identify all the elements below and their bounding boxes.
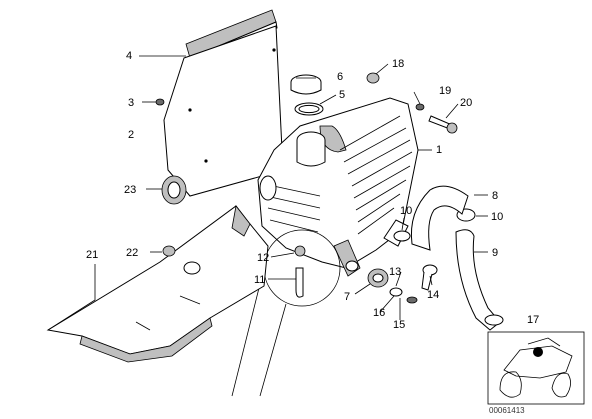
callout-20: 20	[460, 97, 472, 109]
clamp-small-part	[294, 245, 306, 257]
callout-12: 12	[257, 252, 269, 264]
grommet-lower-part	[367, 268, 389, 288]
oil-tank-part	[257, 97, 419, 277]
rubber-grommet-part	[161, 175, 187, 205]
callout-2: 2	[128, 129, 134, 141]
callout-5: 5	[339, 89, 345, 101]
grommet-part	[155, 98, 165, 106]
washer-part	[415, 103, 425, 111]
callout-22: 22	[126, 247, 138, 259]
hose-upper-part	[410, 185, 469, 251]
leader-lines	[47, 55, 488, 331]
lower-panel-part	[46, 205, 269, 363]
callout-3: 3	[128, 97, 134, 109]
diagram-code: 00061413	[489, 406, 525, 415]
hose-small-part	[295, 267, 304, 298]
callout-6: 6	[337, 71, 343, 83]
o-ring-part	[294, 102, 324, 116]
callout-10-left: 10	[400, 205, 412, 217]
hose-lower-part	[455, 229, 504, 331]
callout-15: 15	[393, 319, 405, 331]
callout-9: 9	[492, 247, 498, 259]
callout-8: 8	[492, 190, 498, 202]
hose-clamp-upper-left	[393, 230, 411, 242]
callout-18: 18	[392, 58, 404, 70]
callout-16: 16	[373, 307, 385, 319]
bolt-lower-part	[421, 264, 438, 291]
callout-11: 11	[254, 274, 265, 286]
washer-lower-b	[406, 296, 418, 304]
callout-7: 7	[344, 291, 350, 303]
callout-13: 13	[389, 266, 401, 278]
callout-19: 19	[439, 85, 451, 97]
washer-lower-a	[389, 287, 403, 297]
callout-23: 23	[124, 184, 136, 196]
grommet-small-part	[162, 245, 176, 257]
callout-21: 21	[86, 249, 98, 261]
bolt-part	[428, 115, 458, 134]
callout-10-right: 10	[491, 211, 503, 223]
cover-plate-part	[163, 25, 283, 197]
callout-14: 14	[427, 289, 439, 301]
filler-cap-part	[290, 74, 322, 95]
nut-part	[366, 72, 380, 84]
motorcycle-inset	[487, 331, 585, 405]
callout-4: 4	[126, 50, 132, 62]
callout-17: 17	[527, 314, 539, 326]
callout-1: 1	[436, 144, 442, 156]
